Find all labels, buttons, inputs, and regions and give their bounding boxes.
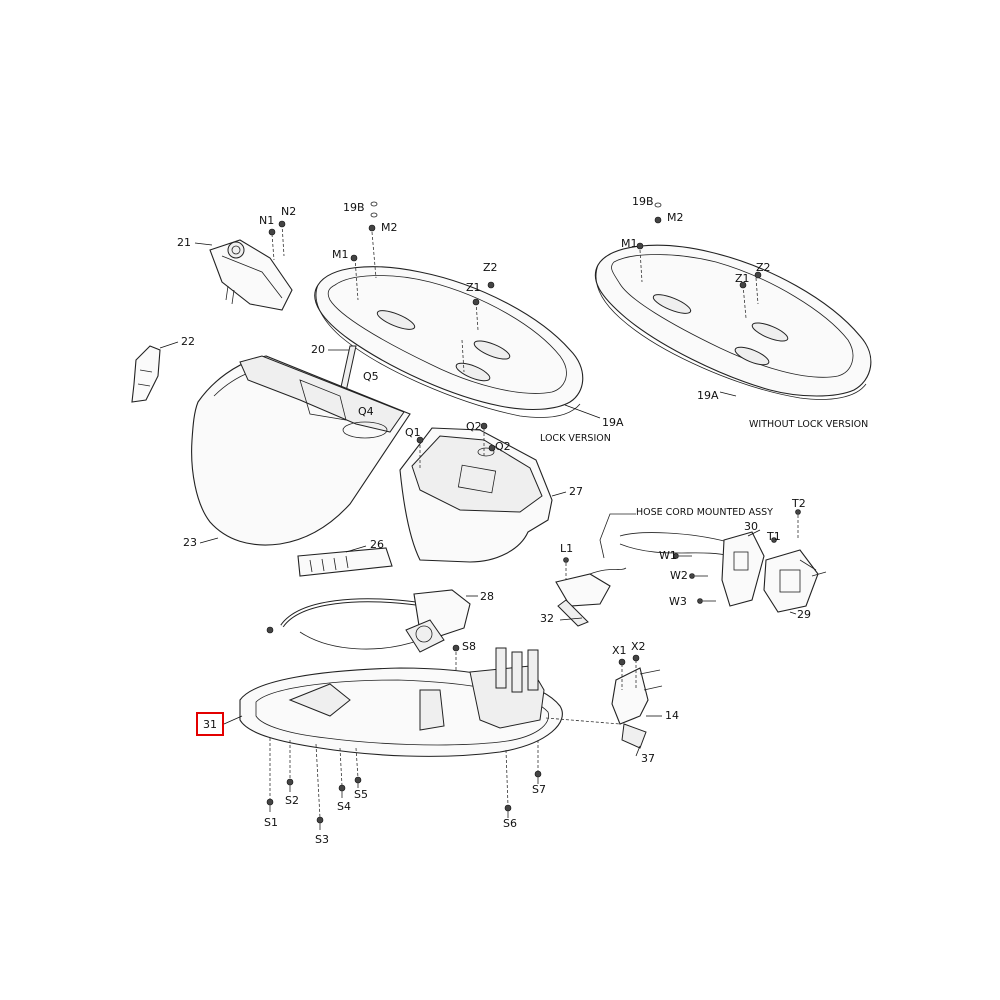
- label-w1: W1: [659, 549, 677, 562]
- part-22-clip: [131, 341, 179, 403]
- label-22: 22: [181, 335, 195, 348]
- label-21: 21: [177, 236, 191, 249]
- label-19b-left: 19B: [343, 201, 365, 214]
- label-q2b: Q2: [495, 440, 511, 453]
- label-m2-right: M2: [667, 211, 684, 224]
- label-s6: S6: [503, 817, 517, 830]
- label-z1-left: Z1: [466, 281, 481, 294]
- part-21-latch: [194, 220, 293, 311]
- label-30: 30: [744, 520, 758, 533]
- part-31-base-plate: [223, 647, 621, 819]
- label-m2-left: M2: [381, 221, 398, 234]
- label-19a-right: 19A: [697, 389, 719, 402]
- label-w3: W3: [669, 595, 687, 608]
- label-m1-right: M1: [621, 237, 638, 250]
- part-23-front-cover: [191, 355, 411, 546]
- caption-without-lock-version: WITHOUT LOCK VERSION: [749, 419, 869, 430]
- label-s4: S4: [337, 800, 351, 813]
- label-37: 37: [641, 752, 655, 765]
- label-l1: L1: [560, 542, 574, 555]
- label-n1: N1: [259, 214, 275, 227]
- label-n2: N2: [281, 205, 297, 218]
- label-z1-right: Z1: [735, 272, 750, 285]
- screws-s-series: [266, 644, 542, 830]
- label-q5: Q5: [363, 370, 379, 383]
- label-19a-left: 19A: [602, 416, 624, 429]
- label-w2: W2: [670, 569, 688, 582]
- label-t1: T1: [767, 530, 781, 543]
- caption-lock-version: LOCK VERSION: [540, 433, 611, 444]
- label-31-highlighted: 31: [196, 712, 224, 736]
- part-26-trim-strip: [297, 545, 393, 577]
- label-23: 23: [183, 536, 197, 549]
- label-19b-right: 19B: [632, 195, 654, 208]
- part-14-bracket: [611, 654, 663, 757]
- label-26: 26: [370, 538, 384, 551]
- label-t2: T2: [792, 497, 806, 510]
- label-q1: Q1: [405, 426, 421, 439]
- label-20: 20: [311, 343, 325, 356]
- label-m1-left: M1: [332, 248, 349, 261]
- part-27-rear-housing: [399, 422, 567, 563]
- part-28-hose-assembly: [266, 589, 478, 653]
- label-27: 27: [569, 485, 583, 498]
- caption-hose-cord-mounted-assy: HOSE CORD MOUNTED ASSY: [636, 507, 773, 518]
- label-x2: X2: [631, 640, 646, 653]
- label-z2-left: Z2: [483, 261, 498, 274]
- label-q2a: Q2: [466, 420, 482, 433]
- label-32: 32: [540, 612, 554, 625]
- part-30-32-29-cord-assembly: [555, 509, 827, 627]
- label-s5: S5: [354, 788, 368, 801]
- label-29: 29: [797, 608, 811, 621]
- label-s1: S1: [264, 816, 278, 829]
- label-s7: S7: [532, 783, 546, 796]
- label-z2-right: Z2: [756, 261, 771, 274]
- label-s2: S2: [285, 794, 299, 807]
- label-14: 14: [665, 709, 679, 722]
- label-s8: S8: [462, 640, 476, 653]
- label-28: 28: [480, 590, 494, 603]
- part-19a-without-lock: [594, 202, 872, 400]
- label-x1: X1: [612, 644, 627, 657]
- label-s3: S3: [315, 833, 329, 846]
- label-q4: Q4: [358, 405, 374, 418]
- part-19a-lock-version: [314, 201, 601, 419]
